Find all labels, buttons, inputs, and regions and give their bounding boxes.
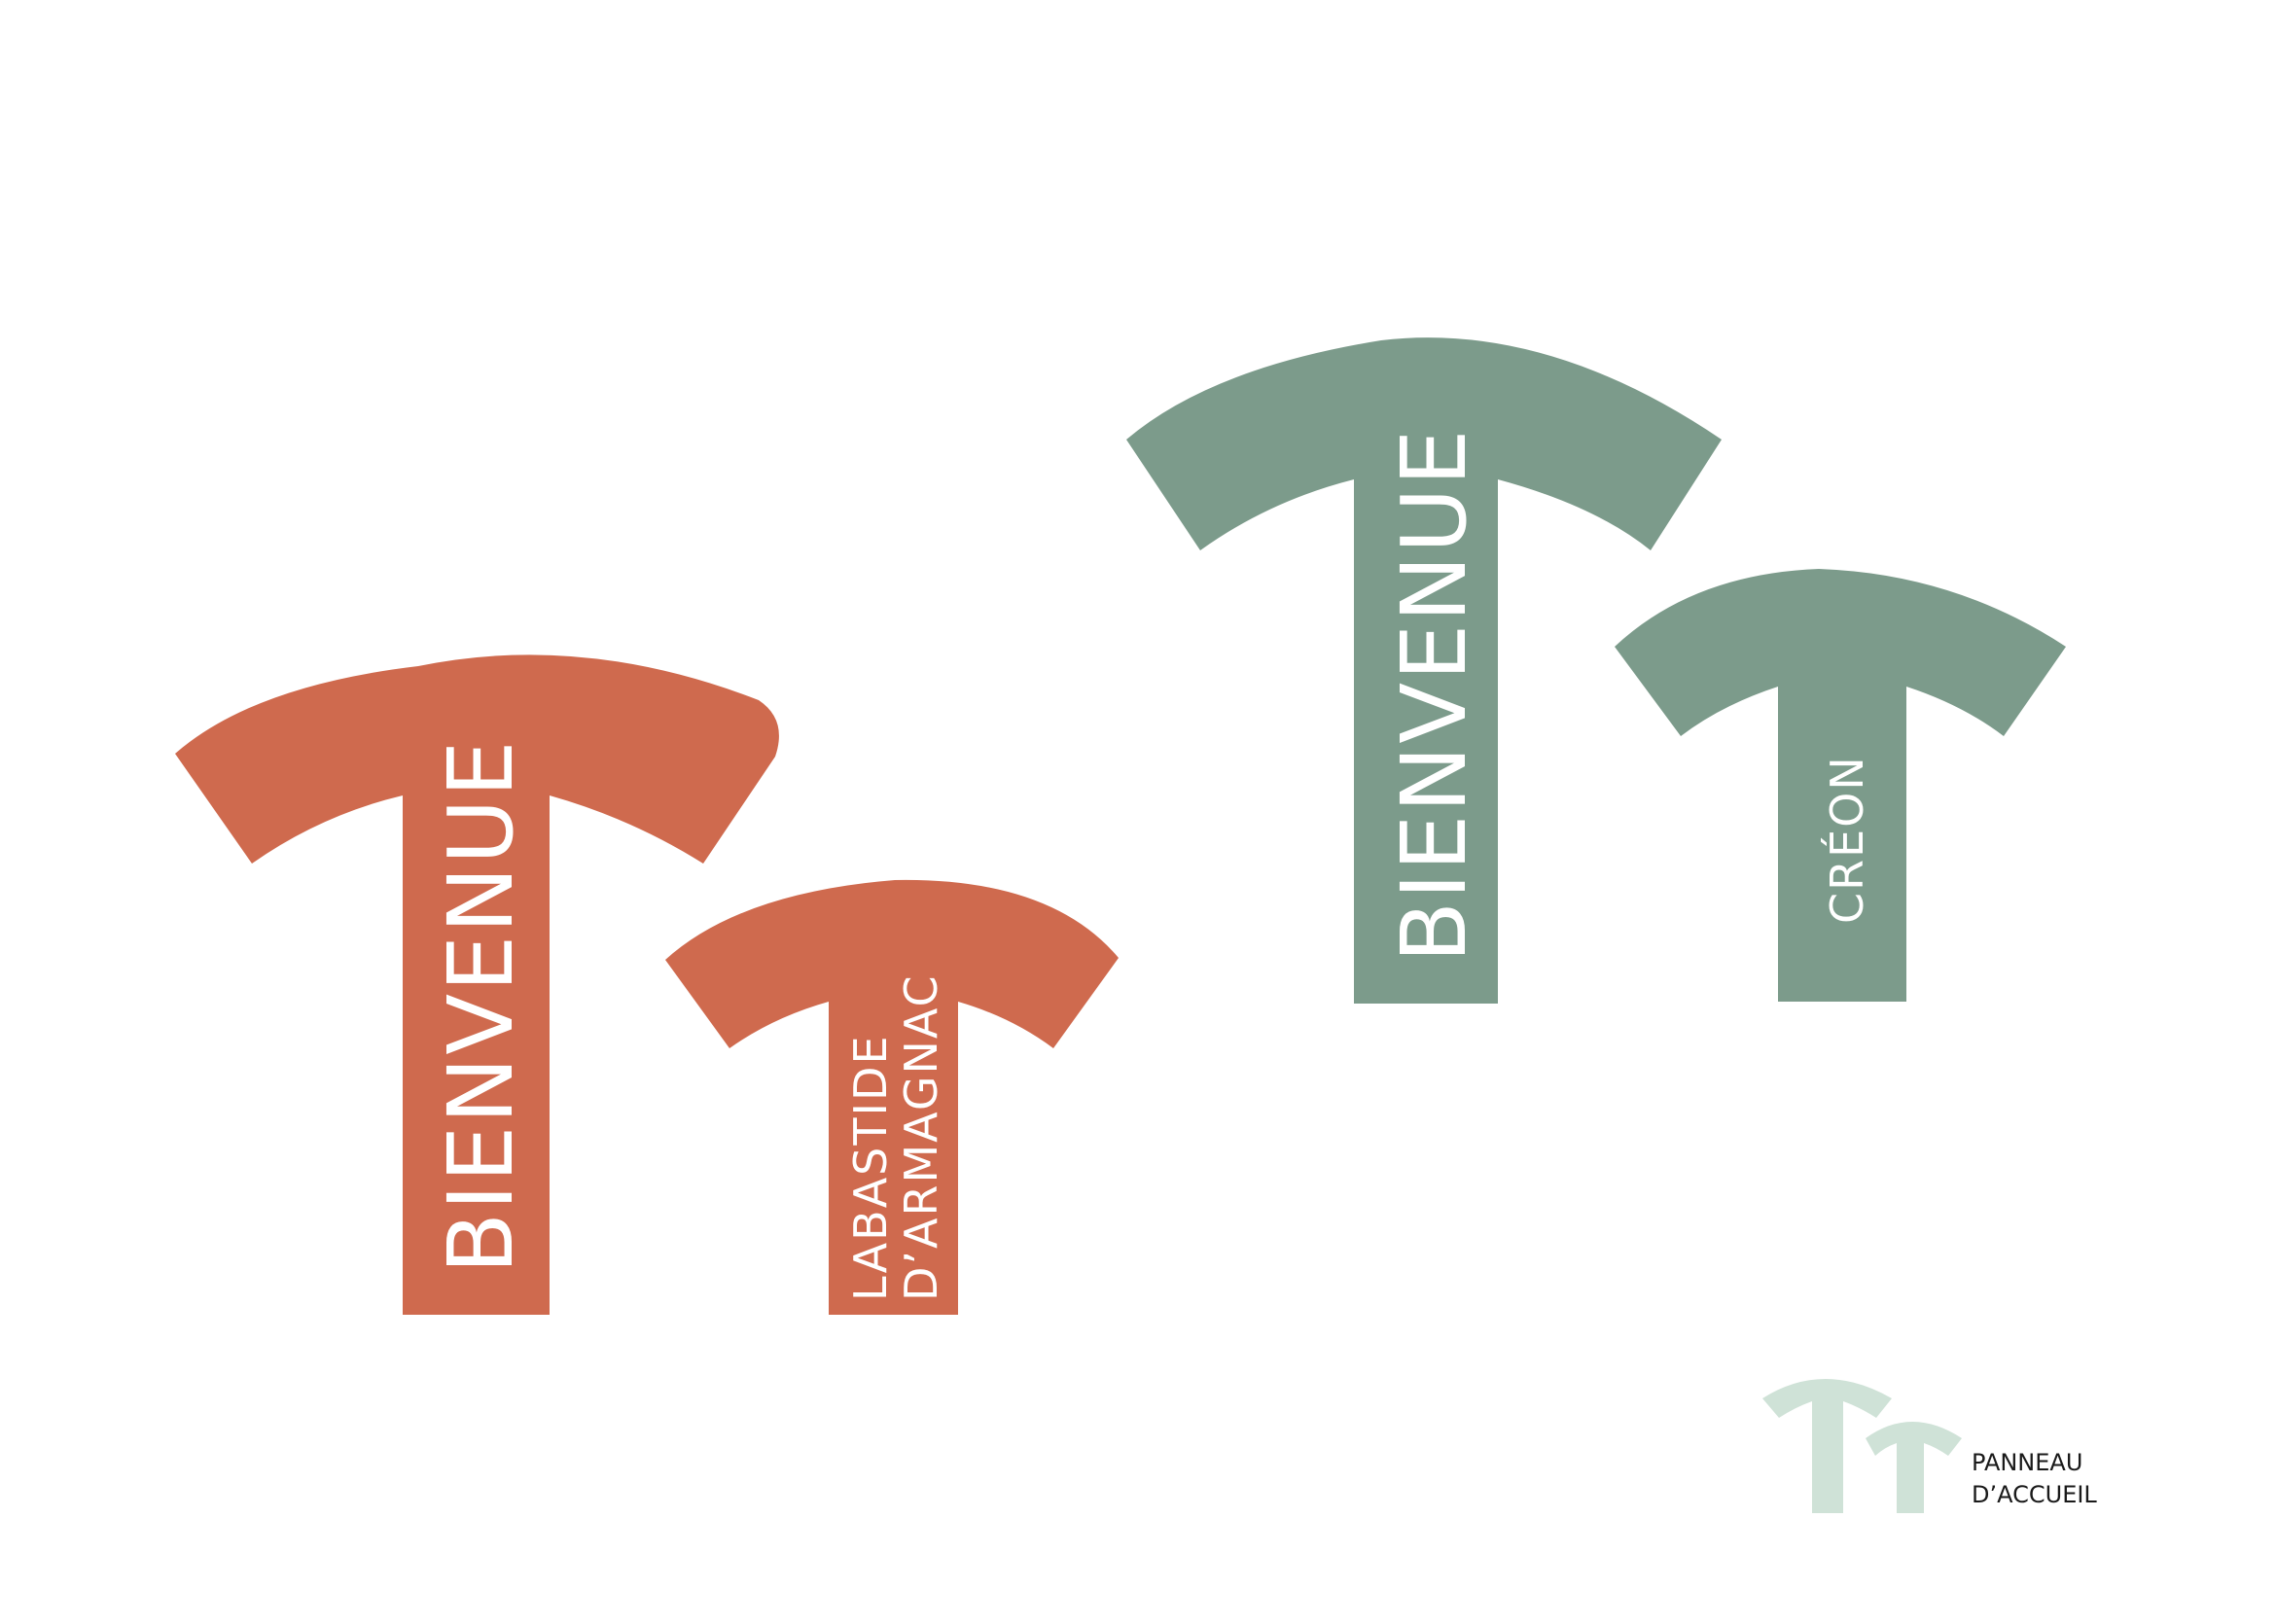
sign-creon-green: CRÉON bbox=[1615, 569, 2066, 1002]
double-t-sign-icon bbox=[1762, 1379, 1962, 1513]
sign-labastide-orange-line-2: D’ARMAGNAC bbox=[895, 973, 947, 1301]
sign-bienvenue-orange-text: BIENVENUE bbox=[429, 738, 533, 1274]
sign-creon-green-shape bbox=[1615, 569, 2066, 1002]
legend-caption-line-1: PANNEAU bbox=[1972, 1449, 2082, 1476]
sign-bienvenue-green-text: BIENVENUE bbox=[1382, 427, 1486, 963]
legend-small-t-shape bbox=[1866, 1422, 1962, 1513]
sign-labastide-orange-line-1: LABASTIDE bbox=[844, 1034, 897, 1301]
sign-bienvenue-green-shape bbox=[1126, 337, 1722, 1004]
sign-labastide-orange: LABASTIDE D’ARMAGNAC bbox=[665, 879, 1119, 1315]
sign-bienvenue-green: BIENVENUE bbox=[1126, 337, 1722, 1004]
legend-large-t-shape bbox=[1762, 1379, 1892, 1513]
sign-bienvenue-orange-shape bbox=[175, 654, 779, 1315]
sign-bienvenue-orange: BIENVENUE bbox=[175, 654, 779, 1315]
legend-caption-line-2: D’ACCUEIL bbox=[1972, 1481, 2097, 1508]
sign-creon-green-text: CRÉON bbox=[1821, 755, 1873, 924]
sign-labastide-orange-shape bbox=[665, 879, 1119, 1315]
